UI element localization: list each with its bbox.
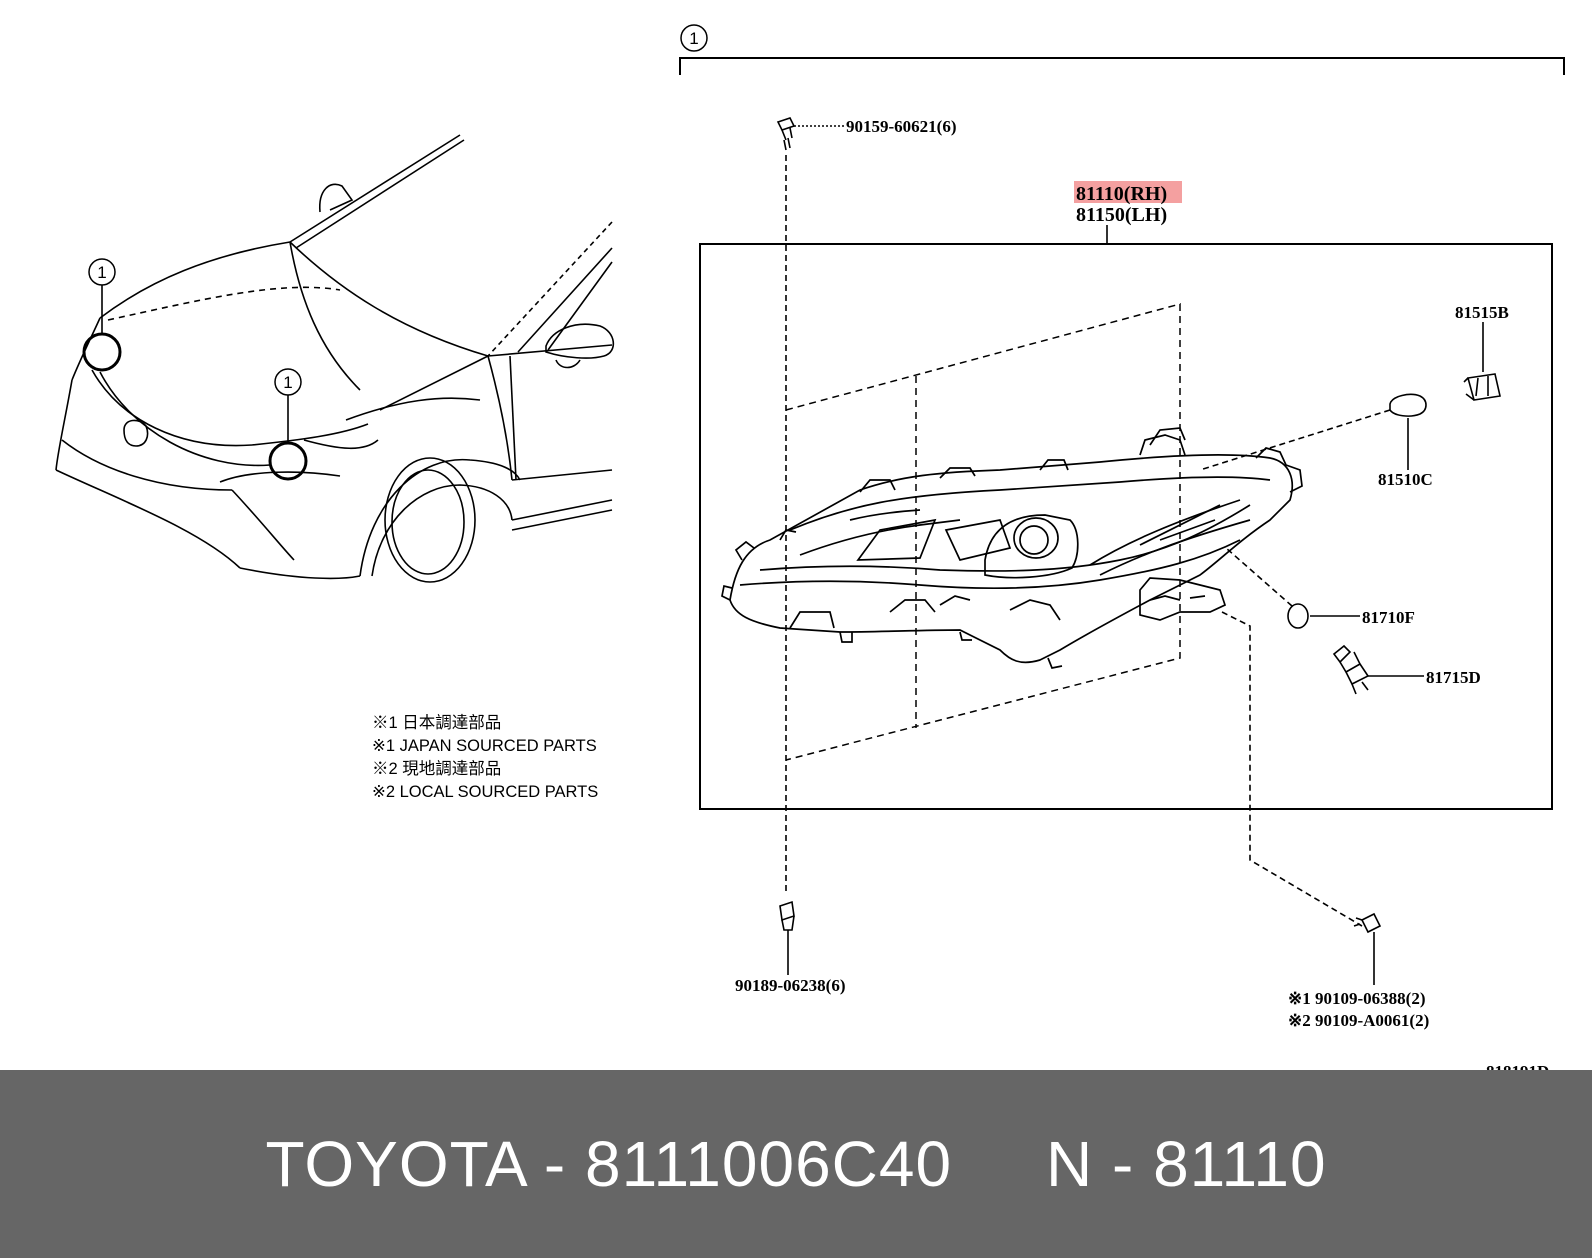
dashed-projection xyxy=(785,303,1181,761)
label-part-lh: 81150(LH) xyxy=(1076,204,1167,226)
label-bolt-top: 90159-60621(6) xyxy=(846,117,956,136)
part-number-title: TOYOTA - 8111006C40 N - 81110 xyxy=(265,1128,1327,1200)
svg-text:1: 1 xyxy=(283,373,292,392)
highlight-box xyxy=(1074,181,1182,203)
label-clip-bottom: 90189-06238(6) xyxy=(735,976,845,995)
label-part-rh: 81110(RH) xyxy=(1076,183,1167,205)
bolt-top xyxy=(776,117,845,151)
parts-diagram: 1 1 ※1 日本調達部品 ※1 JAPAN SOURCED PARTS ※2 … xyxy=(55,24,1565,1070)
footer-banner: TOYOTA - 8111006C40 N - 81110 xyxy=(0,1070,1592,1258)
svg-text:1: 1 xyxy=(689,29,698,48)
part-81715d-socket xyxy=(1332,644,1424,695)
screw-guide-line xyxy=(1221,611,1363,927)
label-screw-1: ※1 90109-06388(2) xyxy=(1288,989,1425,1008)
label-81715d: 81715D xyxy=(1426,668,1481,687)
label-81515b: 81515B xyxy=(1455,303,1509,322)
label-81710f: 81710F xyxy=(1362,608,1415,627)
svg-text:1: 1 xyxy=(97,263,106,282)
part-81510c-bulb xyxy=(1199,393,1427,471)
car-callout-1: 1 xyxy=(82,258,122,372)
note-jp-1: ※1 日本調達部品 xyxy=(372,713,501,732)
headlamp-assembly xyxy=(721,427,1303,669)
note-en-1: ※1 JAPAN SOURCED PARTS xyxy=(372,737,597,755)
part-81710f-bulb xyxy=(1225,547,1360,629)
part-81515b-socket xyxy=(1463,322,1501,401)
label-81510c: 81510C xyxy=(1378,470,1433,489)
note-jp-2: ※2 現地調達部品 xyxy=(372,759,501,778)
note-en-2: ※2 LOCAL SOURCED PARTS xyxy=(372,783,598,801)
clip-bottom xyxy=(779,900,795,975)
sourcing-notes: ※1 日本調達部品 ※1 JAPAN SOURCED PARTS ※2 現地調達… xyxy=(372,713,598,801)
car-callout-2: 1 xyxy=(268,368,308,481)
diagram-code: 818191D xyxy=(1486,1062,1549,1070)
screw-bottom xyxy=(1353,912,1382,985)
assembly-frame xyxy=(699,243,1553,810)
assembly-bracket: 1 xyxy=(679,24,1565,75)
car-front-illustration xyxy=(55,134,615,583)
label-screw-2: ※2 90109-A0061(2) xyxy=(1288,1011,1429,1030)
